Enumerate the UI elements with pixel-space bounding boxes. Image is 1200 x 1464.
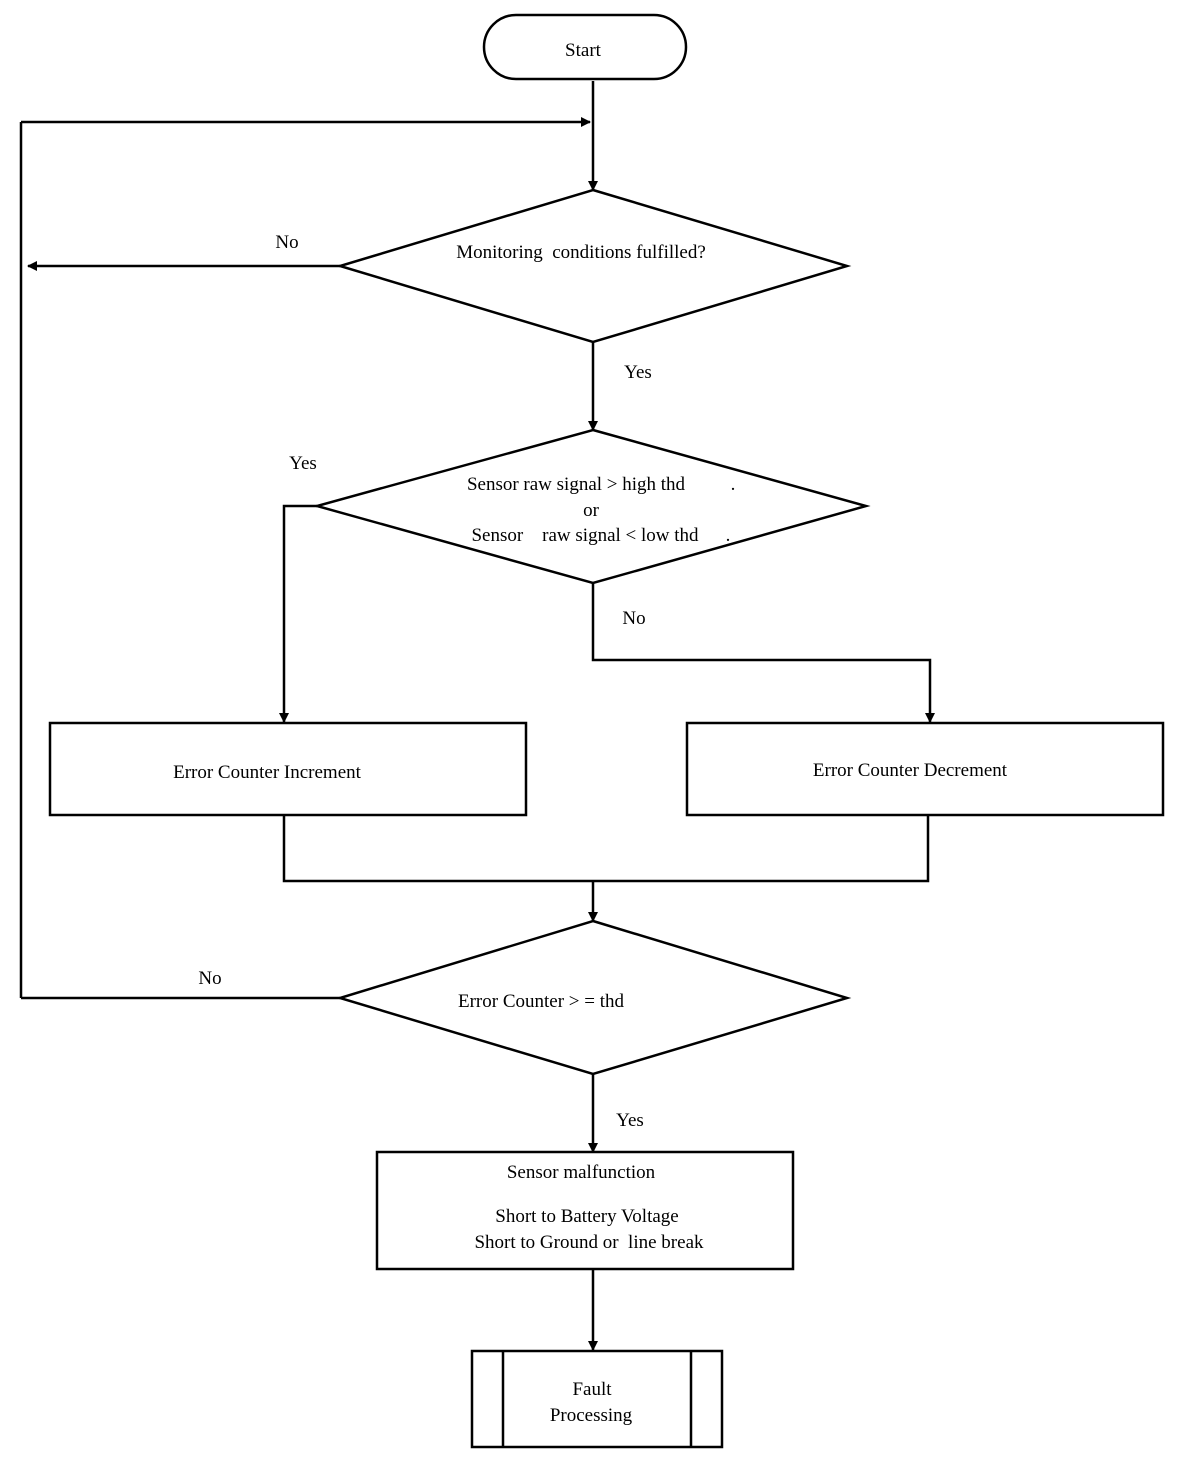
threshold-decision-line3: Sensor raw signal < low thd: [471, 525, 699, 546]
fault-line2: Processing: [550, 1405, 633, 1426]
threshold-decision-dot2: .: [726, 525, 731, 546]
connectors: [19, 81, 935, 1351]
connector-merge-decrement: [593, 816, 930, 883]
connector-threshold-yes: [279, 504, 317, 723]
decrement-box: Error Counter Decrement: [685, 721, 1165, 817]
malfunction-line1: Short to Battery Voltage: [495, 1206, 678, 1227]
counter-no-label: No: [198, 968, 221, 989]
monitoring-decision: Monitoring conditions fulfilled?: [335, 188, 852, 344]
increment-box: Error Counter Increment: [48, 721, 528, 817]
threshold-decision: Sensor raw signal > high thd . or Sensor…: [312, 428, 871, 585]
counter-yes-label: Yes: [616, 1110, 644, 1131]
threshold-yes-label: Yes: [289, 453, 317, 474]
monitoring-no-label: No: [275, 232, 298, 253]
monitoring-decision-label: Monitoring conditions fulfilled?: [456, 242, 706, 263]
start-label: Start: [565, 40, 602, 61]
malfunction-line2: Short to Ground or line break: [474, 1232, 704, 1253]
decrement-label: Error Counter Decrement: [813, 760, 1008, 781]
start-node: Start: [482, 13, 688, 81]
connector-threshold-no: [591, 583, 935, 723]
threshold-no-label: No: [622, 608, 645, 629]
fault-processing-box: Fault Processing: [470, 1349, 724, 1449]
fault-line1: Fault: [572, 1379, 612, 1400]
threshold-decision-line2: or: [583, 500, 600, 521]
threshold-decision-dot1: .: [731, 474, 736, 495]
monitoring-yes-label: Yes: [624, 362, 652, 383]
malfunction-box: Sensor malfunction Short to Battery Volt…: [375, 1150, 795, 1271]
counter-decision-label: Error Counter > = thd: [458, 991, 625, 1012]
counter-decision: Error Counter > = thd: [335, 919, 852, 1076]
malfunction-title: Sensor malfunction: [507, 1162, 656, 1183]
increment-label: Error Counter Increment: [173, 762, 362, 783]
threshold-decision-line1: Sensor raw signal > high thd: [467, 474, 686, 495]
connector-merge-increment: [282, 816, 593, 883]
